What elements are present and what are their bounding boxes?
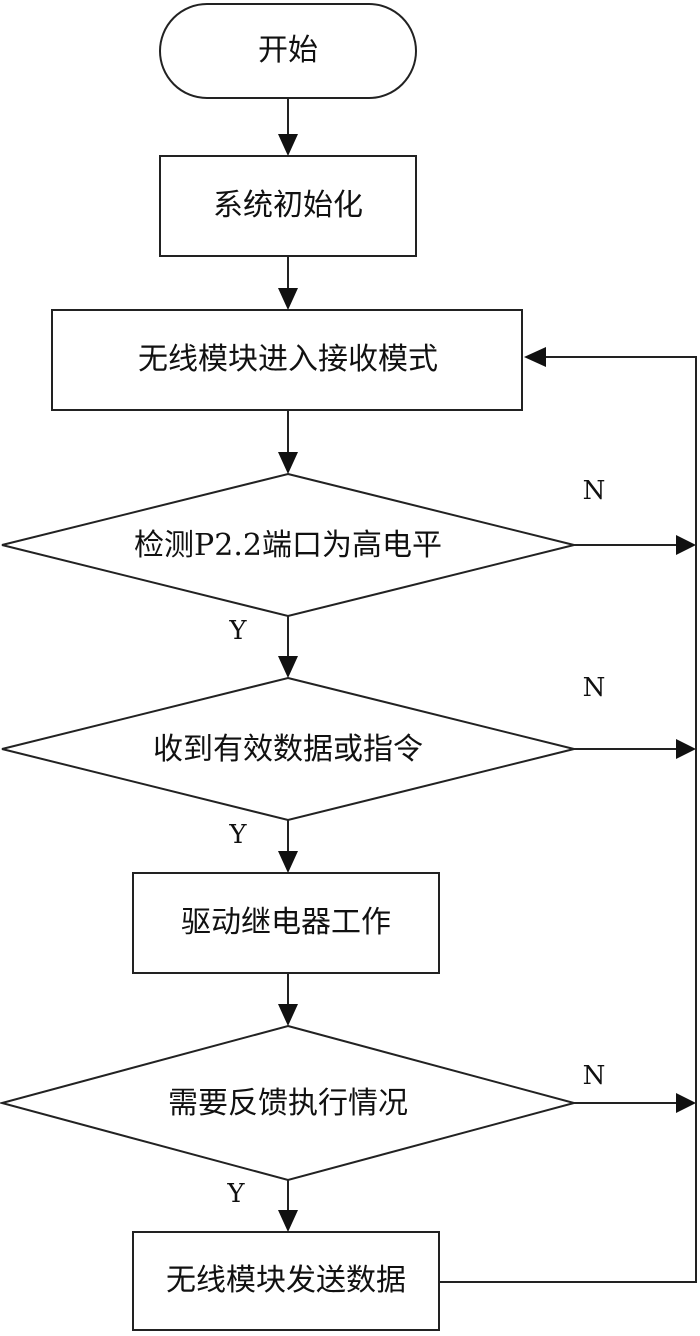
valid-data-no-label: N bbox=[583, 673, 606, 703]
no-branches bbox=[574, 535, 696, 1113]
main-connectors bbox=[278, 98, 298, 1232]
need-feedback-decision: 需要反馈执行情况 bbox=[0, 1024, 578, 1182]
need-feedback-no-label: N bbox=[583, 1061, 606, 1091]
send-data-label: 无线模块发送数据 bbox=[166, 1263, 406, 1298]
check-port-yes-label: Y bbox=[228, 616, 247, 646]
need-feedback-yes-label: Y bbox=[226, 1179, 245, 1209]
drive-relay-node: 驱动继电器工作 bbox=[132, 872, 440, 974]
check-port-label: 检测P2.2端口为高电平 bbox=[134, 528, 442, 563]
drive-relay-label: 驱动继电器工作 bbox=[181, 905, 391, 940]
init-label: 系统初始化 bbox=[213, 188, 363, 223]
start-node: 开始 bbox=[159, 3, 417, 99]
check-port-no-label: N bbox=[583, 476, 606, 506]
valid-data-decision: 收到有效数据或指令 bbox=[1, 676, 575, 822]
need-feedback-label: 需要反馈执行情况 bbox=[168, 1086, 408, 1121]
start-label: 开始 bbox=[258, 33, 318, 68]
receive-mode-node: 无线模块进入接收模式 bbox=[51, 309, 523, 411]
return-loop bbox=[439, 347, 697, 1283]
init-node: 系统初始化 bbox=[159, 155, 417, 257]
valid-data-yes-label: Y bbox=[228, 820, 247, 850]
valid-data-label: 收到有效数据或指令 bbox=[153, 732, 423, 767]
send-data-node: 无线模块发送数据 bbox=[132, 1231, 440, 1331]
check-port-decision: 检测P2.2端口为高电平 bbox=[1, 472, 575, 618]
receive-mode-label: 无线模块进入接收模式 bbox=[138, 342, 438, 377]
